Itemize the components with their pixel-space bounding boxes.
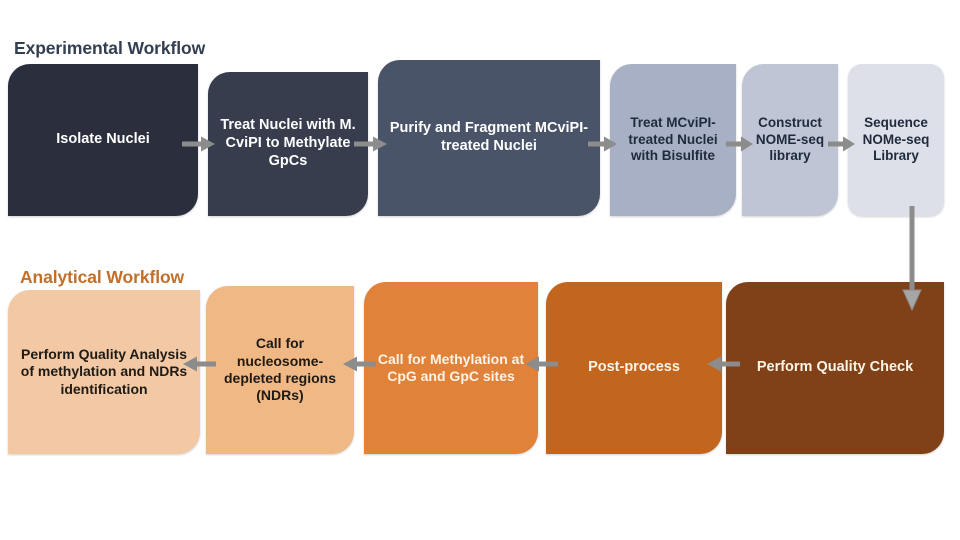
- experimental-step-bisulfite-treatment[interactable]: Treat MCviPI-treated Nuclei with Bisulfi…: [610, 64, 736, 216]
- experimental-step-purify-fragment[interactable]: Purify and Fragment MCviPI-treated Nucle…: [378, 60, 600, 216]
- analytical-step-quality-check[interactable]: Perform Quality Check: [726, 282, 944, 454]
- experimental-workflow-title: Experimental Workflow: [14, 38, 206, 58]
- analytical-step-call-ndrs[interactable]: Call for nucleosome-depleted regions (ND…: [206, 286, 354, 454]
- arrow-ana-2-to-1: [342, 356, 376, 372]
- experimental-step-isolate-nuclei[interactable]: Isolate Nuclei: [8, 64, 198, 216]
- analytical-step-call-methylation[interactable]: Call for Methylation at CpG and GpC site…: [364, 282, 538, 454]
- experimental-step-treat-nuclei-mcvipi[interactable]: Treat Nuclei with M. CviPI to Methylate …: [208, 72, 368, 216]
- connector-sequence-to-quality-check: [900, 206, 924, 316]
- analytical-step-quality-analysis[interactable]: Perform Quality Analysis of methylation …: [8, 290, 200, 454]
- arrow-exp-0-to-1: [182, 136, 216, 152]
- arrow-ana-4-to-3: [706, 356, 740, 372]
- arrow-exp-1-to-2: [354, 136, 388, 152]
- analytical-step-post-process[interactable]: Post-process: [546, 282, 722, 454]
- experimental-step-sequence-library[interactable]: Sequence NOMe-seq Library: [848, 64, 944, 216]
- arrow-exp-2-to-3: [588, 136, 618, 152]
- arrow-exp-3-to-4: [726, 136, 754, 152]
- experimental-step-construct-library[interactable]: Construct NOME-seq library: [742, 64, 838, 216]
- arrow-exp-4-to-5: [828, 136, 856, 152]
- arrow-ana-3-to-2: [524, 356, 558, 372]
- analytical-workflow-title: Analytical Workflow: [20, 267, 185, 287]
- arrow-ana-1-to-0: [182, 356, 216, 372]
